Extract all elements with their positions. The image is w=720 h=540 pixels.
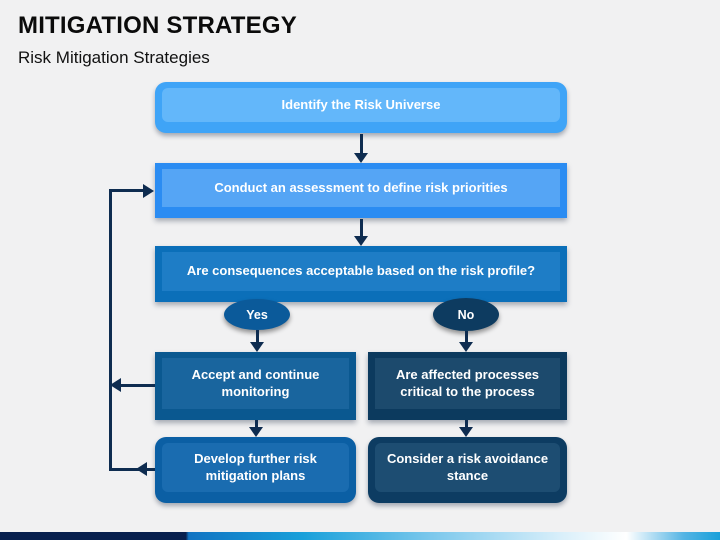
node-label: Consider a risk avoidance stance [375, 443, 560, 492]
arrow-accept-to-develop [255, 420, 258, 428]
feedback-develop-line [109, 468, 155, 471]
node-develop-mitigation-plans: Develop further risk mitigation plans [155, 437, 356, 503]
arrowhead-down-icon [354, 153, 368, 163]
arrowhead-down-icon [250, 342, 264, 352]
slide-footer-bar [0, 532, 720, 540]
node-label: Conduct an assessment to define risk pri… [162, 169, 560, 207]
node-accept-continue-monitoring: Accept and continue monitoring [155, 352, 356, 420]
arrowhead-right-icon [143, 184, 154, 198]
node-label: Identify the Risk Universe [162, 88, 560, 122]
node-affected-processes-critical: Are affected processes critical to the p… [368, 352, 567, 420]
arrowhead-left-icon [110, 378, 121, 392]
node-consequences-acceptable: Are consequences acceptable based on the… [155, 246, 567, 302]
arrowhead-down-icon [354, 236, 368, 246]
arrowhead-left-icon [136, 462, 147, 476]
decision-label: No [457, 307, 475, 322]
slide-title: MITIGATION STRATEGY [18, 12, 297, 39]
decision-no-ellipse: No [433, 298, 499, 331]
decision-label: Yes [246, 307, 268, 322]
decision-yes-ellipse: Yes [224, 299, 290, 330]
feedback-top-line [109, 189, 145, 192]
node-identify-risk-universe: Identify the Risk Universe [155, 82, 567, 133]
node-label: Are consequences acceptable based on the… [162, 252, 560, 291]
feedback-riser-line [109, 189, 112, 470]
feedback-accept-line [120, 384, 155, 387]
slide-subtitle: Risk Mitigation Strategies [18, 48, 210, 67]
node-label: Accept and continue monitoring [162, 358, 349, 409]
arrow-no-to-affected [465, 331, 468, 343]
node-label: Develop further risk mitigation plans [162, 443, 349, 492]
arrowhead-down-icon [459, 342, 473, 352]
arrowhead-down-icon [459, 427, 473, 437]
arrowhead-down-icon [249, 427, 263, 437]
arrow-identify-to-assess [360, 134, 363, 154]
arrow-assess-to-consequences [360, 219, 363, 237]
node-label: Are affected processes critical to the p… [375, 358, 560, 409]
arrow-affected-to-consider [465, 420, 468, 428]
node-consider-risk-avoidance: Consider a risk avoidance stance [368, 437, 567, 503]
node-conduct-assessment: Conduct an assessment to define risk pri… [155, 163, 567, 218]
arrow-yes-to-accept [256, 330, 259, 343]
